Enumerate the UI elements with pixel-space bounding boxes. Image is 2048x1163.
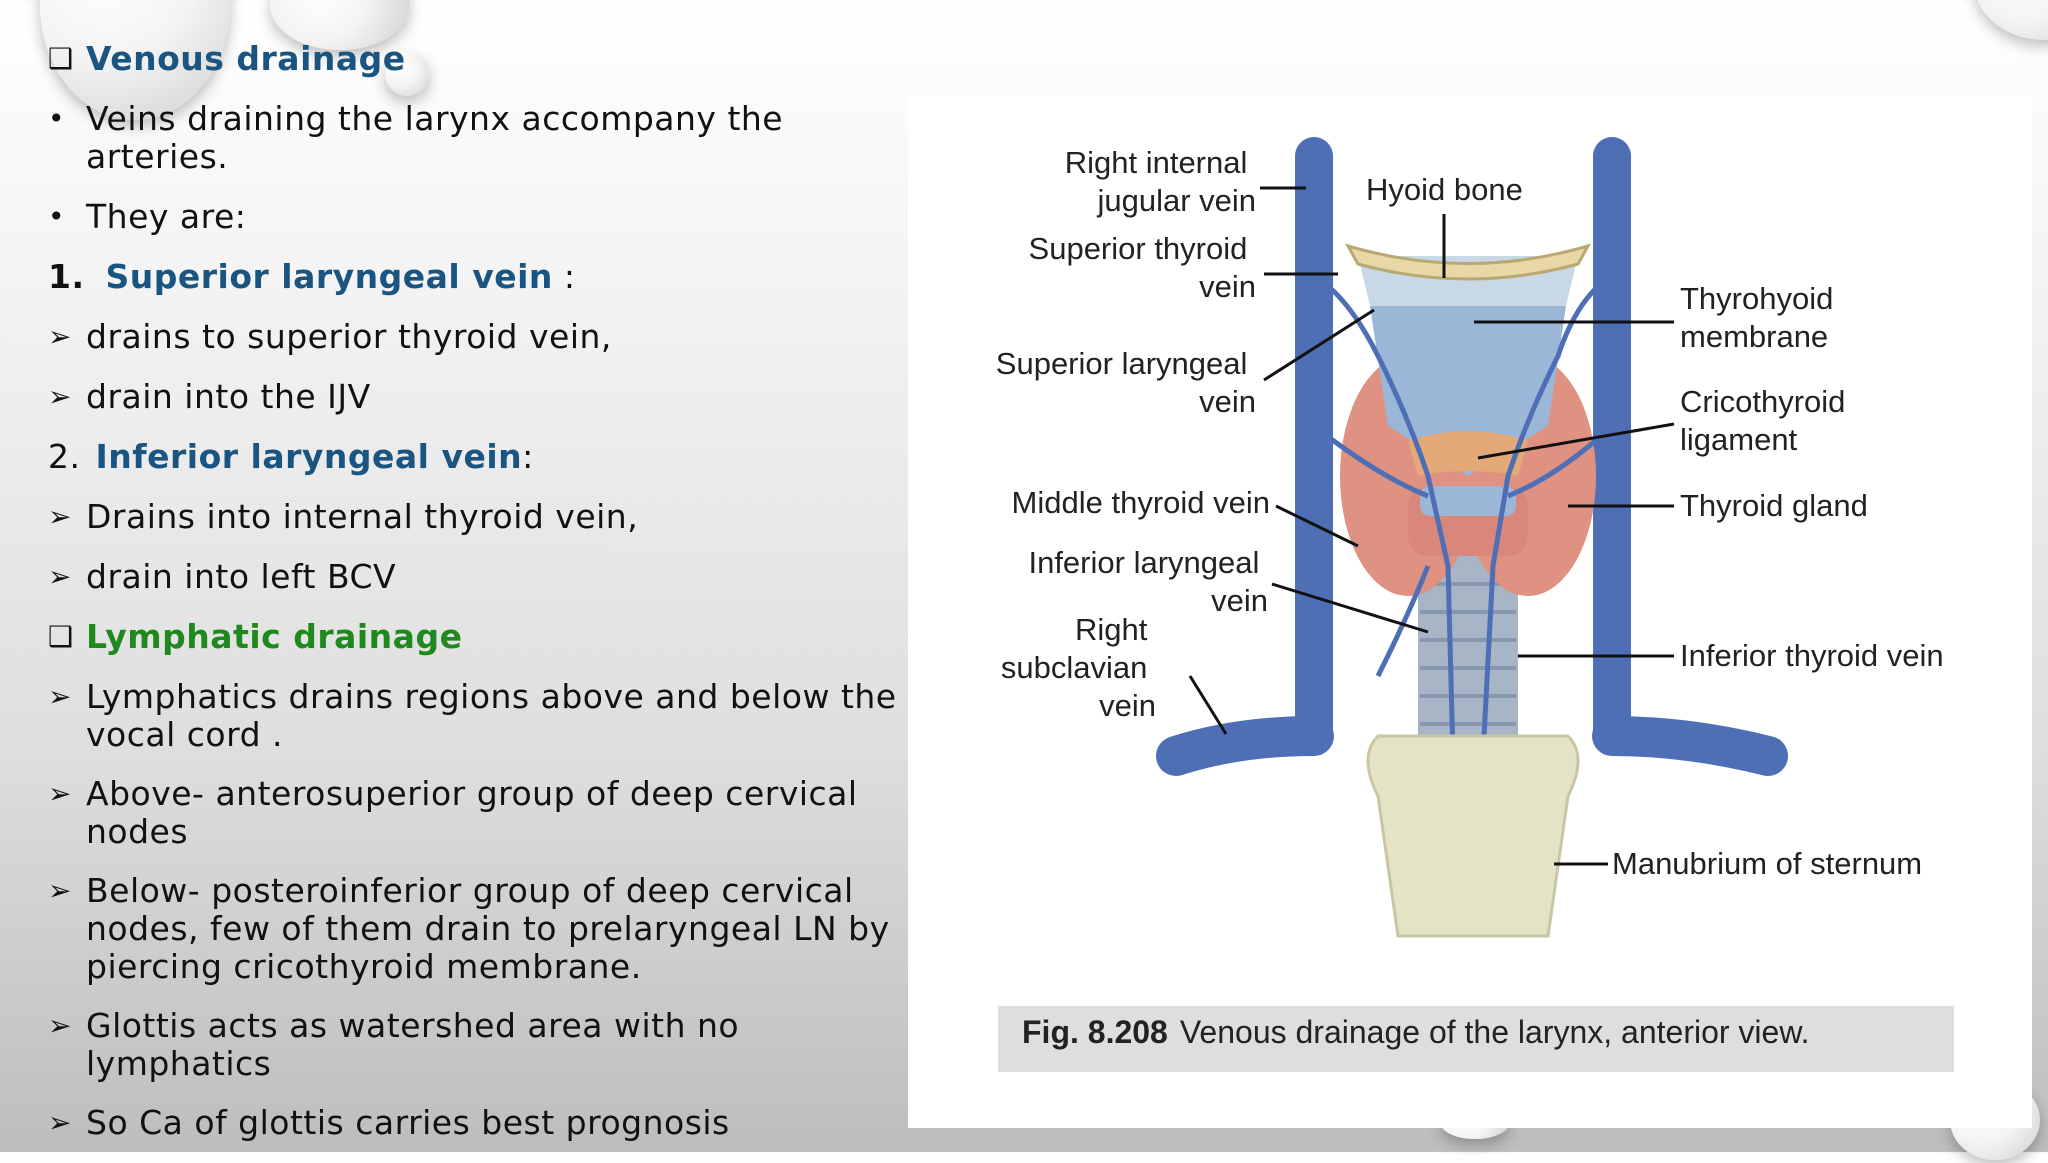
arrow-bullet-icon: ➢ [48,1009,72,1042]
right-subclavian-vessel [1156,716,1334,776]
label-right-ijv: Right internal jugular vein [1065,145,1256,218]
arrow-bullet-icon: ➢ [48,320,72,353]
arrow-bullet-icon: ➢ [48,500,72,533]
list-item: ➢ drain into left BCV [48,557,397,596]
superior-vein-heading: 1. Superior laryngeal vein : [48,257,576,296]
thyroid-cartilage [1370,306,1566,476]
anatomy-figure: Right internal jugular vein Hyoid bone S… [908,96,2032,1128]
list-item: ➢ Above- anterosuperior group of deep ce… [48,774,858,851]
droplet-decoration [385,52,429,96]
label-thyroid-gland: Thyroid gland [1680,488,1868,523]
label-right-subclavian-vein: Right subclavian vein [1001,612,1156,723]
checkbox-bullet-icon: ❑ [48,620,74,653]
checkbox-bullet-icon: ❑ [48,42,74,75]
list-item: ➢ So Ca of glottis carries best prognosi… [48,1103,730,1142]
label-cricothyroid-ligament: Cricothyroid ligament [1680,384,1854,457]
label-inferior-laryngeal-vein: Inferior laryngeal vein [1028,545,1268,618]
lymphatic-heading: ❑ Lymphatic drainage [48,617,463,656]
list-item: • They are: [48,197,247,236]
larynx-venous-diagram: Right internal jugular vein Hyoid bone S… [996,137,1944,938]
list-item: ➢ Below- posteroinferior group of deep c… [48,871,890,986]
list-item: ➢ Lymphatics drains regions above and be… [48,677,897,754]
list-item: ➢ drain into the IJV [48,377,371,416]
label-hyoid-bone: Hyoid bone [1366,172,1523,207]
slide-text: ❑ Venous drainage • Veins draining the l… [48,40,908,1163]
left-subclavian-vessel [1592,716,1788,776]
label-manubrium: Manubrium of sternum [1612,846,1922,881]
arrow-bullet-icon: ➢ [48,380,72,413]
label-thyrohyoid-membrane: Thyrohyoid membrane [1680,281,1842,354]
list-item: ➢ Drains into internal thyroid vein, [48,497,639,536]
label-inferior-thyroid-vein: Inferior thyroid vein [1680,638,1944,673]
venous-heading: ❑ Venous drainage [48,39,406,78]
list-item: ➢ Glottis acts as watershed area with no… [48,1006,740,1083]
label-superior-thyroid-vein: Superior thyroid vein [1029,231,1256,304]
inferior-vein-heading: 2. Inferior laryngeal vein: [48,437,534,476]
label-superior-laryngeal-vein: Superior laryngeal vein [996,346,1256,419]
dot-bullet-icon: • [48,200,66,233]
arrow-bullet-icon: ➢ [48,680,72,713]
caption-background [998,1006,1954,1072]
label-middle-thyroid-vein: Middle thyroid vein [1012,485,1270,520]
list-item: ➢ drains to superior thyroid vein, [48,317,612,356]
arrow-bullet-icon: ➢ [48,1106,72,1139]
cricothyroid-ligament [1408,431,1528,476]
list-item: • Veins draining the larynx accompany th… [48,99,784,176]
manubrium-of-sternum [1366,734,1580,938]
arrow-bullet-icon: ➢ [48,560,72,593]
cricoid-cartilage [1420,486,1516,516]
dot-bullet-icon: • [48,102,66,135]
droplet-decoration [1975,0,2048,40]
arrow-bullet-icon: ➢ [48,874,72,907]
arrow-bullet-icon: ➢ [48,777,72,810]
hyoid-bone [1344,243,1592,281]
